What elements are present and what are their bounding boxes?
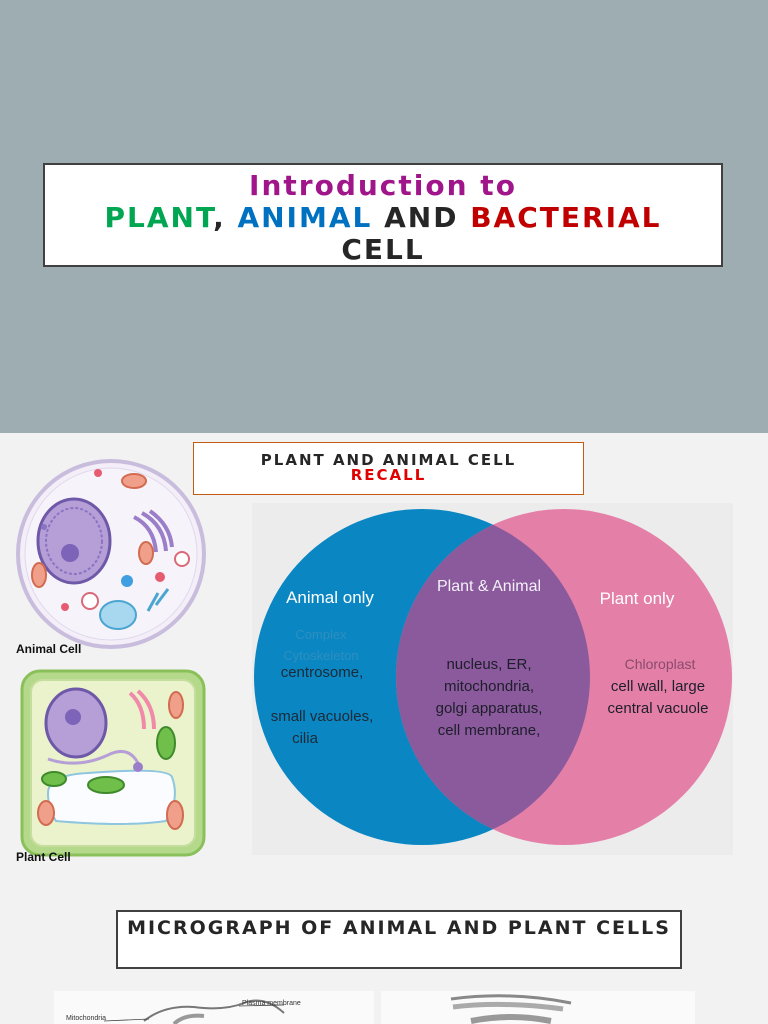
venn-center-title: Plant & Animal xyxy=(436,578,542,595)
title-line-2: PLANT, ANIMAL AND BACTERIAL xyxy=(45,202,721,234)
venn-right-title: Plant only xyxy=(599,589,675,608)
venn-left-title: Animal only xyxy=(286,588,374,607)
animal-cell-illustration xyxy=(16,459,206,649)
micro-label-mito: Mitochondria xyxy=(66,1015,107,1022)
venn-right-item: cell wall, large xyxy=(610,678,706,695)
plant-cell-illustration xyxy=(20,669,206,857)
venn-left-faded-1: Complex xyxy=(295,627,347,642)
title-line-1: Introduction to xyxy=(249,169,517,202)
venn-left-item: centrosome, xyxy=(280,664,364,681)
recall-heading-box: PLANT AND ANIMAL CELL RECALL xyxy=(193,442,584,495)
recall-heading: PLANT AND ANIMAL CELL xyxy=(260,451,517,469)
plant-cell-label: Plant Cell xyxy=(16,850,71,864)
venn-left-faded-2: Cytoskeleton xyxy=(283,648,359,663)
micrograph-heading-box: MICROGRAPH OF ANIMAL AND PLANT CELLS xyxy=(116,910,682,969)
venn-left-item: cilia xyxy=(292,730,318,747)
title-box: Introduction to PLANT, ANIMAL AND BACTER… xyxy=(43,163,723,267)
animal-micrograph-art xyxy=(103,999,285,1024)
venn-center-item: mitochondria, xyxy=(443,678,535,695)
venn-center-item: cell membrane, xyxy=(437,722,541,739)
plant-micrograph xyxy=(381,991,695,1024)
recall-subheading: RECALL xyxy=(350,466,427,484)
title-and: AND xyxy=(384,201,459,234)
title-animal: ANIMAL xyxy=(237,201,373,234)
venn-center-item: nucleus, ER, xyxy=(446,656,532,673)
title-slide: Introduction to PLANT, ANIMAL AND BACTER… xyxy=(0,0,768,433)
overlap-region xyxy=(396,509,590,845)
title-line-3: CELL xyxy=(341,233,425,266)
micrograph-heading: MICROGRAPH OF ANIMAL AND PLANT CELLS xyxy=(127,917,671,939)
title-plant: PLANT xyxy=(104,201,214,234)
title-bacterial: BACTERIAL xyxy=(470,201,662,234)
venn-center-item: golgi apparatus, xyxy=(435,700,543,717)
recall-slide: PLANT AND ANIMAL CELL RECALL Animal Cell xyxy=(0,433,768,1024)
venn-circles xyxy=(254,509,732,845)
micro-label-plasma: Plasma membrane xyxy=(242,1000,301,1007)
venn-right-faded: Chloroplast xyxy=(624,656,696,672)
venn-right-item: central vacuole xyxy=(607,700,709,717)
plant-micrograph-art xyxy=(450,994,572,1024)
venn-diagram: Animal only Plant & Animal Plant only Co… xyxy=(252,503,733,855)
animal-cell-label: Animal Cell xyxy=(16,642,82,656)
animal-micrograph: Plasma membrane Mitochondria xyxy=(54,991,374,1024)
title-comma: , xyxy=(213,201,226,234)
venn-left-item: small vacuoles, xyxy=(270,708,374,725)
